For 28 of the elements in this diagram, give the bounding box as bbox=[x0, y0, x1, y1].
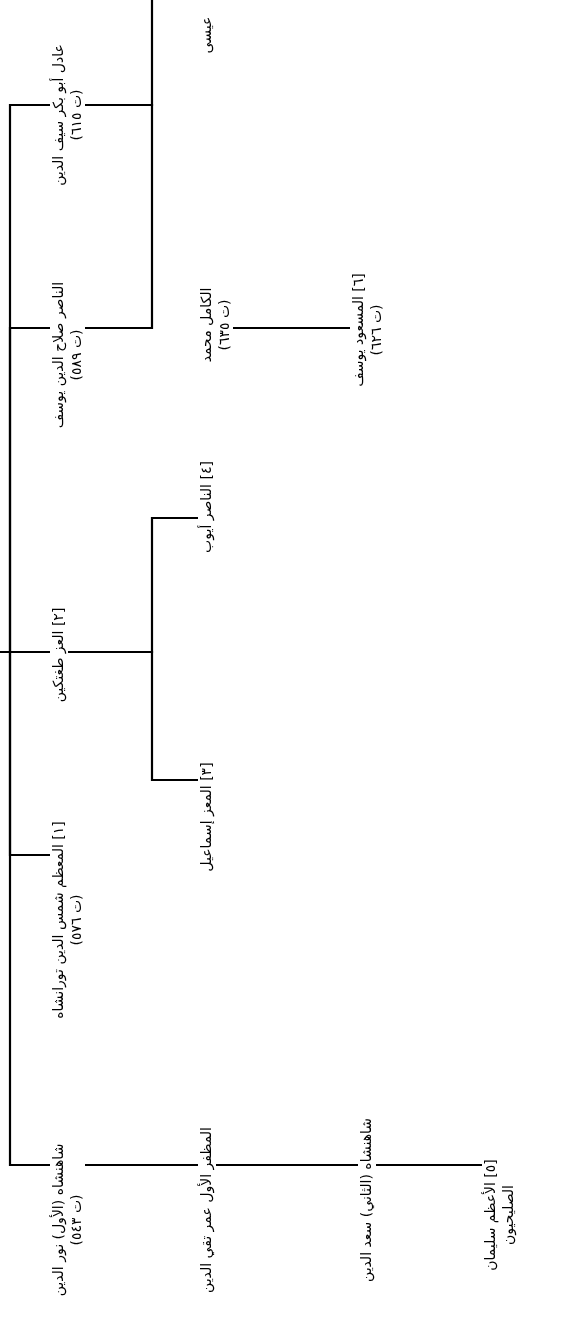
person-name: [٣] المعز إسماعيل bbox=[198, 762, 216, 872]
tree-line bbox=[85, 0, 154, 107]
person-name: [٥] الأعظم سليمان bbox=[482, 1159, 500, 1271]
person-name: شاهنشاه (الثاني) سعد الدين bbox=[358, 1117, 376, 1283]
person-note: (ت ٥٧٦) bbox=[67, 894, 85, 946]
person-name: عيسى bbox=[198, 16, 215, 54]
person-name: [٦] المسعود يوسف bbox=[350, 273, 368, 387]
tree-line bbox=[233, 326, 350, 330]
person-name: المظفر الأول عمر تقي الدين bbox=[198, 1127, 216, 1293]
person-note: الصليحيون bbox=[499, 1185, 517, 1245]
person-note: (ت ٥٤٣) bbox=[67, 1194, 85, 1246]
person-name: [٤] الناصر أيوب bbox=[198, 461, 216, 553]
tree-line bbox=[85, 103, 154, 330]
person-note: (ت ٦١٥) bbox=[67, 89, 85, 141]
person-name: [٢] العز طغتكين bbox=[50, 607, 68, 703]
person-name: [١] المعظم شمس الدين تورانشاه bbox=[50, 821, 68, 1019]
tree-line bbox=[0, 103, 50, 654]
tree-line bbox=[376, 1163, 482, 1167]
person-note: (ت ٦٢٦) bbox=[367, 304, 385, 356]
person-name: شاهنشاه (الأول) نور الدين bbox=[50, 1143, 68, 1297]
person-name: الكامل محمد bbox=[198, 287, 215, 363]
tree-line bbox=[68, 516, 198, 654]
person-note: (ت ٦٣٥) bbox=[215, 299, 233, 351]
tree-line bbox=[85, 1163, 198, 1167]
person-note: (ت ٥٨٩) bbox=[67, 329, 85, 381]
tree-line bbox=[216, 1163, 358, 1167]
person-name: الناصر صلاح الدين يوسف bbox=[50, 281, 68, 429]
person-name: عادل أبو بكر سيف الدين bbox=[50, 44, 68, 186]
